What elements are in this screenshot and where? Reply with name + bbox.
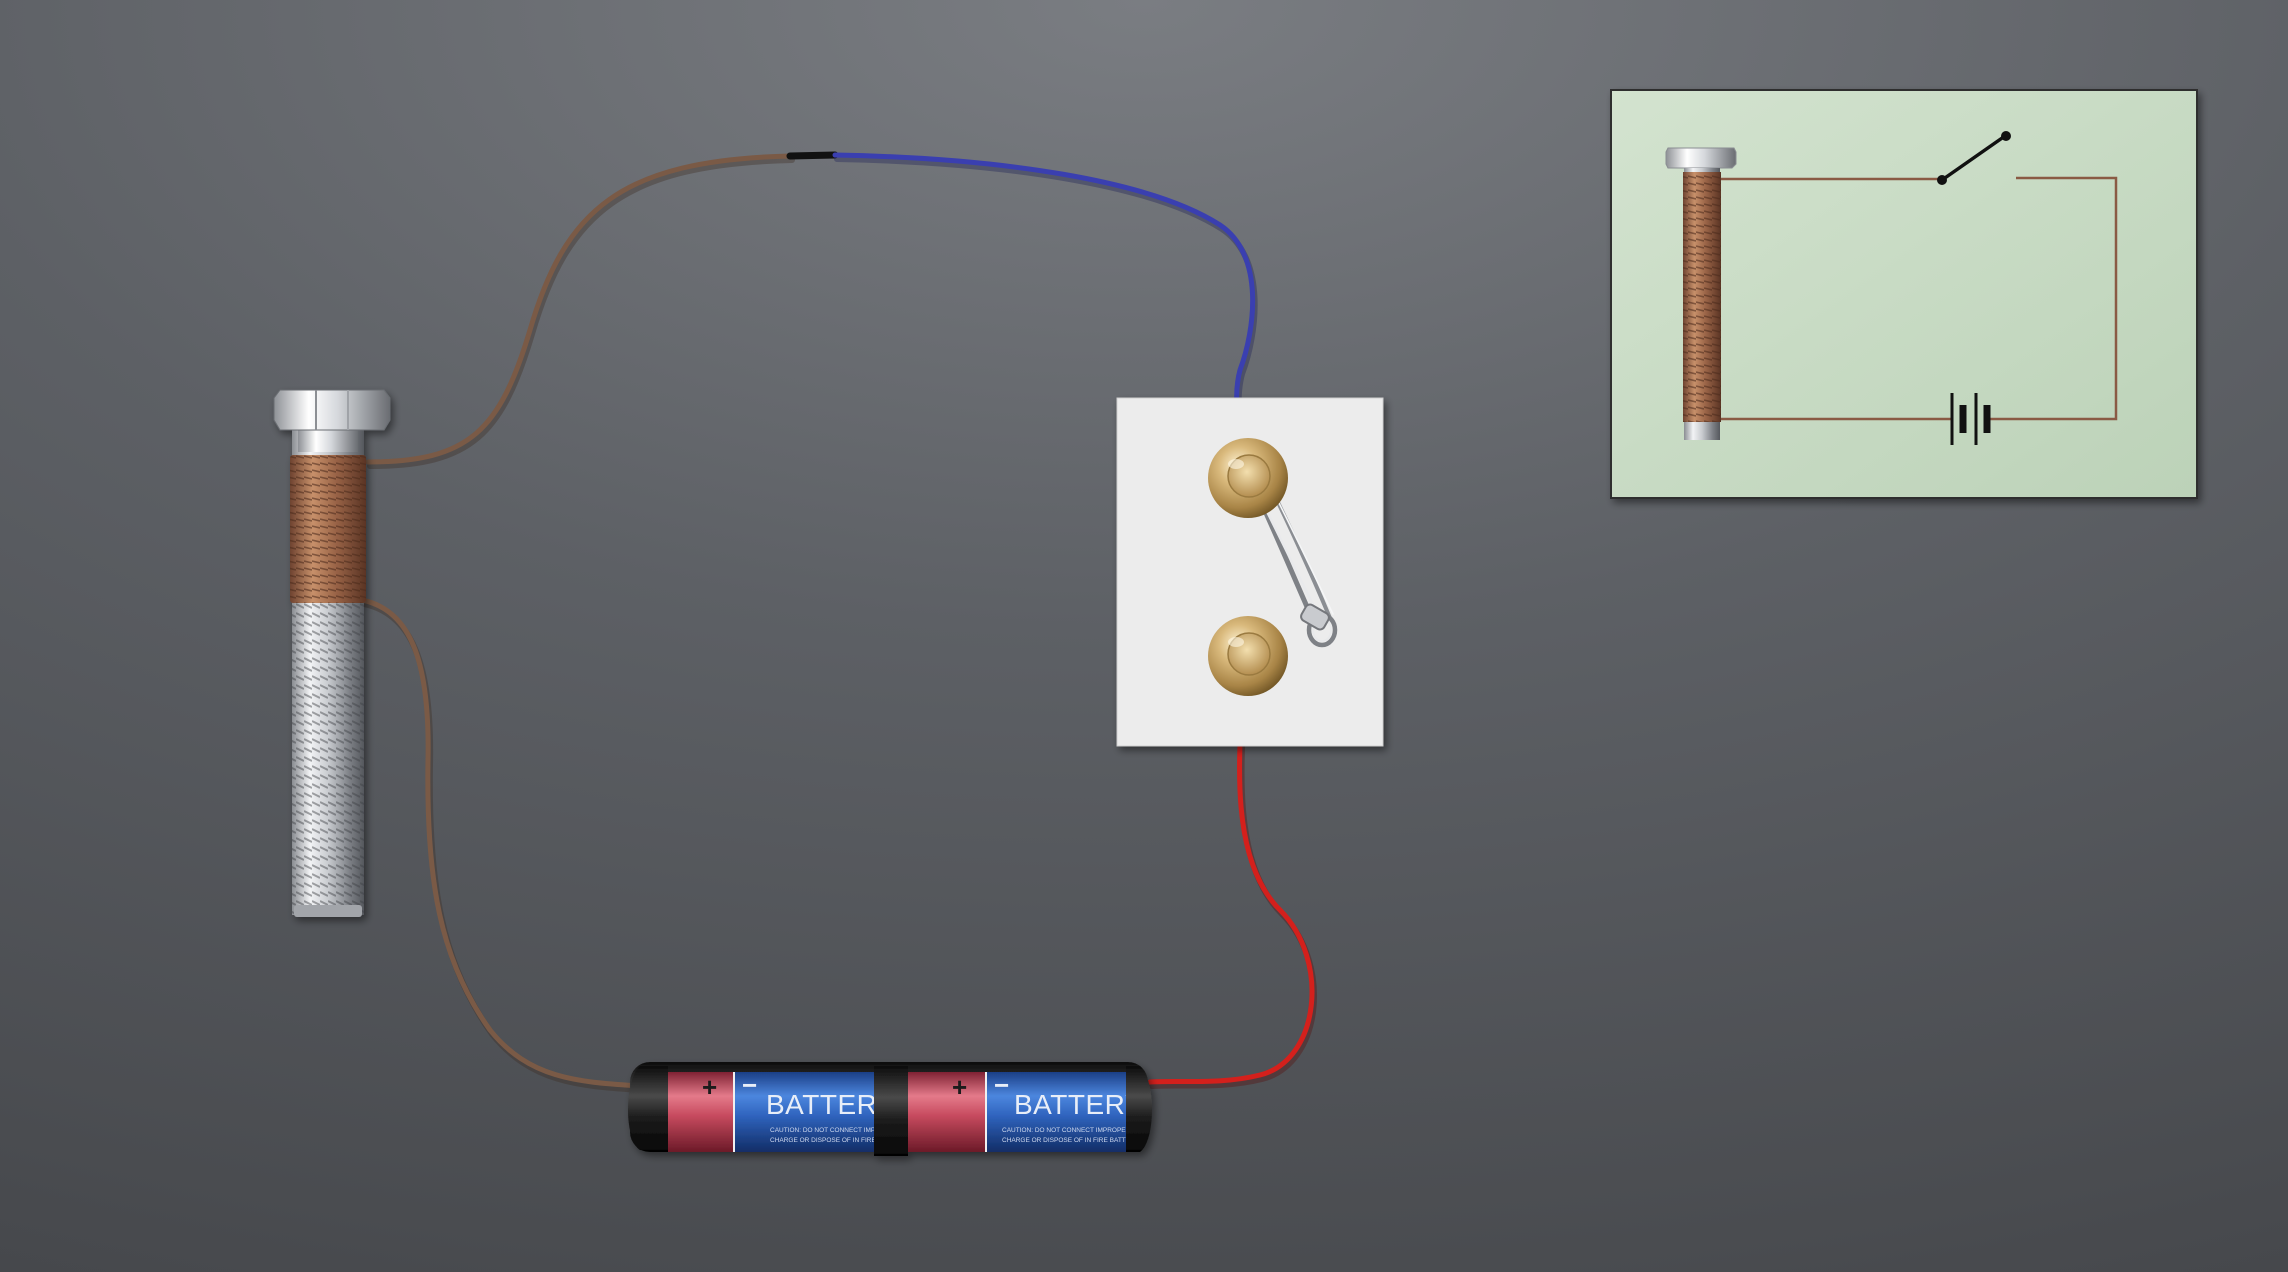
battery-2-caution: CAUTION: DO NOT CONNECT IMPROPERLY	[1002, 1127, 1138, 1134]
electromagnet-bolt	[273, 389, 391, 917]
schematic-coil	[1665, 147, 1737, 440]
schematic-switch-icon	[1937, 131, 2011, 185]
wires	[359, 151, 1318, 1093]
bolt-head	[273, 389, 391, 431]
brass-fastener-top[interactable]	[1208, 438, 1288, 518]
wire-brown-top	[367, 157, 795, 469]
battery-1-caution: CAUTION: DO NOT CONNECT IMPROPERLY	[770, 1127, 906, 1134]
battery-2-caution-2: CHARGE OR DISPOSE OF IN FIRE BATTERY	[1002, 1137, 1140, 1144]
schematic-battery-icon	[1950, 393, 1991, 445]
bolt-neck	[298, 428, 358, 452]
battery-cell-1: + − BATTERY CAUTION: DO NOT CONNECT IMPR…	[668, 1070, 908, 1152]
battery-cell-2: + − BATTERY CAUTION: DO NOT CONNECT IMPR…	[908, 1070, 1144, 1152]
battery-2-label: BATTERY	[1014, 1089, 1144, 1120]
battery-1-plus: +	[702, 1072, 717, 1102]
battery-2-minus: −	[994, 1070, 1009, 1100]
battery-pack: + − BATTERY CAUTION: DO NOT CONNECT IMPR…	[628, 1062, 1152, 1156]
battery-1-caution-2: CHARGE OR DISPOSE OF IN FIRE BATTERY	[770, 1137, 908, 1144]
wire-brown-bottom	[361, 601, 645, 1093]
schematic-wires	[1721, 176, 2118, 421]
paper-switch[interactable]	[1116, 397, 1384, 747]
brass-fastener-bottom[interactable]	[1208, 616, 1288, 696]
wire-joint-sleeve	[786, 151, 839, 160]
battery-2-plus: +	[952, 1072, 967, 1102]
battery-1-minus: −	[742, 1070, 757, 1100]
schematic-inset	[1610, 89, 2198, 499]
battery-1-label: BATTERY	[766, 1089, 896, 1120]
